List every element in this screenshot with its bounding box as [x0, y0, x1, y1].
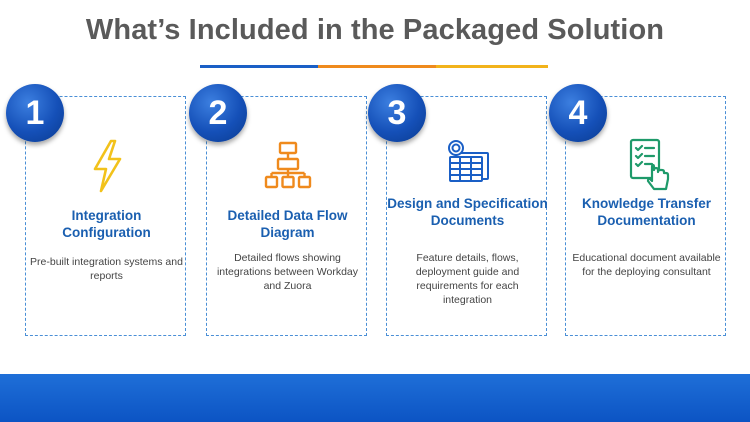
title-underline-blue [200, 65, 318, 68]
card-title: Integration Configuration [62, 208, 151, 240]
card-title: Detailed Data Flow Diagram [227, 208, 348, 240]
page-title: What’s Included in the Packaged Solution [85, 14, 665, 46]
card-description: Feature details, flows, deployment guide… [415, 252, 520, 306]
card-integration-configuration: Integration Configuration Pre-built inte… [25, 96, 186, 336]
card-description: Pre-built integration systems and report… [30, 256, 183, 282]
footer-bar [0, 374, 750, 422]
card-knowledge-transfer: Knowledge Transfer Documentation Educati… [565, 96, 726, 336]
flow-diagram-icon [264, 141, 312, 189]
card-description: Educational document available for the d… [572, 252, 721, 278]
checklist-icon [629, 138, 670, 191]
title-underline-orange [318, 65, 436, 68]
card-title: Knowledge Transfer Documentation [581, 196, 712, 228]
number-badge: 4 [549, 84, 607, 142]
number-badge: 1 [6, 84, 64, 142]
card-description: Detailed flows showing integrations betw… [216, 252, 359, 292]
number-badge: 3 [368, 84, 426, 142]
title-underline-yellow [436, 65, 548, 68]
card-design-specification: Design and Specification Documents Featu… [386, 96, 548, 336]
card-data-flow-diagram: Detailed Data Flow Diagram Detailed flow… [206, 96, 367, 336]
card-title: Design and Specification Documents [387, 196, 548, 228]
number-badge: 2 [189, 84, 247, 142]
lightning-icon [93, 139, 122, 193]
documents-icon [448, 140, 489, 182]
